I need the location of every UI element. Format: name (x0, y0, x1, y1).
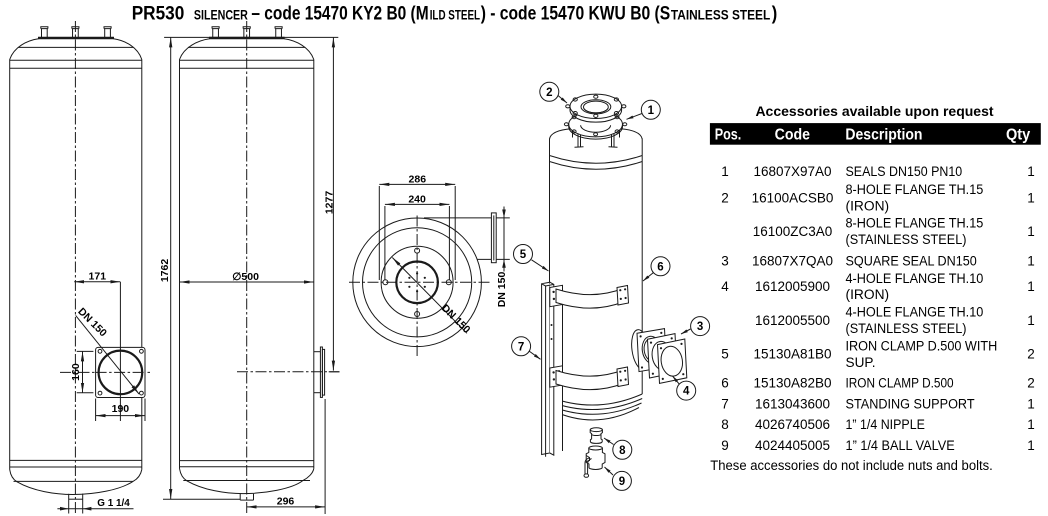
svg-text:4026740506: 4026740506 (755, 417, 830, 432)
svg-text:4-HOLE FLANGE TH.10: 4-HOLE FLANGE TH.10 (846, 305, 984, 320)
svg-text:1: 1 (1027, 190, 1035, 205)
svg-text:1: 1 (1027, 438, 1035, 453)
svg-text:SEALS DN150 PN10: SEALS DN150 PN10 (846, 164, 963, 179)
svg-text:5: 5 (721, 347, 729, 362)
svg-text:16100ZC3A0: 16100ZC3A0 (753, 224, 833, 239)
svg-text:(STAINLESS STEEL): (STAINLESS STEEL) (846, 321, 967, 336)
svg-text:190: 190 (112, 403, 130, 415)
svg-text:SUP.: SUP. (846, 355, 876, 370)
svg-text:8: 8 (721, 417, 729, 432)
svg-text:15130A81B0: 15130A81B0 (753, 347, 831, 362)
svg-text:2: 2 (1027, 376, 1035, 391)
svg-text:1: 1 (1027, 253, 1035, 268)
svg-text:240: 240 (408, 193, 426, 205)
svg-text:6: 6 (721, 376, 729, 391)
svg-text:2: 2 (546, 87, 552, 99)
svg-text:5: 5 (520, 249, 527, 261)
svg-text:1: 1 (648, 105, 655, 117)
svg-text:4024405005: 4024405005 (755, 438, 830, 453)
svg-text:8: 8 (619, 445, 626, 457)
svg-text:(IRON): (IRON) (846, 287, 890, 302)
svg-text:1: 1 (1027, 313, 1035, 328)
svg-text:286: 286 (409, 173, 427, 185)
svg-text:8-HOLE FLANGE TH.15: 8-HOLE FLANGE TH.15 (846, 216, 984, 231)
svg-text:15130A82B0: 15130A82B0 (753, 376, 831, 391)
svg-text:∅500: ∅500 (232, 271, 259, 283)
svg-text:1: 1 (1027, 279, 1035, 294)
svg-text:Code: Code (775, 127, 811, 144)
svg-text:1277: 1277 (323, 191, 335, 215)
svg-text:(IRON): (IRON) (846, 198, 890, 213)
svg-text:PR530 SILENCER – code 1547: PR530 SILENCER – code 15470 KY2 B0 (M IL… (132, 4, 778, 25)
svg-text:SQUARE SEAL DN150: SQUARE SEAL DN150 (846, 253, 977, 268)
svg-text:2: 2 (1027, 347, 1035, 362)
svg-text:Pos.: Pos. (715, 127, 742, 144)
svg-text:Description: Description (845, 127, 922, 144)
svg-text:1” 1/4 NIPPLE: 1” 1/4 NIPPLE (846, 417, 925, 432)
svg-text:STANDING SUPPORT: STANDING SUPPORT (846, 396, 975, 411)
svg-text:2: 2 (721, 190, 729, 205)
svg-text:IRON CLAMP D.500 WITH: IRON CLAMP D.500 WITH (846, 339, 998, 354)
svg-text:Accessories available upon req: Accessories available upon request (755, 103, 993, 119)
svg-text:4-HOLE FLANGE TH.10: 4-HOLE FLANGE TH.10 (846, 271, 984, 286)
svg-text:9: 9 (721, 438, 729, 453)
svg-text:8-HOLE FLANGE TH.15: 8-HOLE FLANGE TH.15 (846, 182, 984, 197)
svg-text:1: 1 (1027, 417, 1035, 432)
svg-text:(STAINLESS STEEL): (STAINLESS STEEL) (846, 232, 967, 247)
svg-text:1: 1 (1027, 164, 1035, 179)
svg-text:1: 1 (1027, 224, 1035, 239)
svg-text:1613043600: 1613043600 (755, 396, 830, 411)
svg-text:1” 1/4 BALL VALVE: 1” 1/4 BALL VALVE (846, 438, 955, 453)
svg-text:These accessories do not inclu: These accessories do not include nuts an… (710, 458, 993, 473)
svg-text:IRON CLAMP D.500: IRON CLAMP D.500 (846, 376, 954, 391)
svg-text:160: 160 (70, 363, 82, 381)
svg-text:1612005900: 1612005900 (755, 279, 830, 294)
svg-text:9: 9 (619, 476, 625, 488)
svg-text:DN 150: DN 150 (496, 272, 508, 308)
svg-text:3: 3 (697, 321, 703, 333)
svg-text:296: 296 (277, 496, 295, 508)
svg-text:171: 171 (89, 270, 107, 282)
svg-text:4: 4 (721, 279, 729, 294)
svg-text:16100ACSB0: 16100ACSB0 (752, 190, 834, 205)
svg-text:7: 7 (518, 341, 524, 353)
svg-text:1: 1 (1027, 396, 1035, 411)
svg-text:1: 1 (721, 164, 729, 179)
svg-text:3: 3 (721, 253, 729, 268)
svg-text:7: 7 (721, 396, 729, 411)
svg-text:4: 4 (683, 386, 690, 398)
svg-text:16807X7QA0: 16807X7QA0 (752, 253, 833, 268)
svg-text:DN 150: DN 150 (75, 306, 109, 340)
svg-text:Qty: Qty (1006, 127, 1031, 144)
svg-text:16807X97A0: 16807X97A0 (753, 164, 831, 179)
svg-text:6: 6 (657, 261, 663, 273)
svg-text:DN 150: DN 150 (439, 302, 473, 336)
svg-text:1612005500: 1612005500 (755, 313, 830, 328)
svg-text:G 1 1/4: G 1 1/4 (97, 497, 130, 509)
svg-text:1762: 1762 (159, 259, 171, 283)
